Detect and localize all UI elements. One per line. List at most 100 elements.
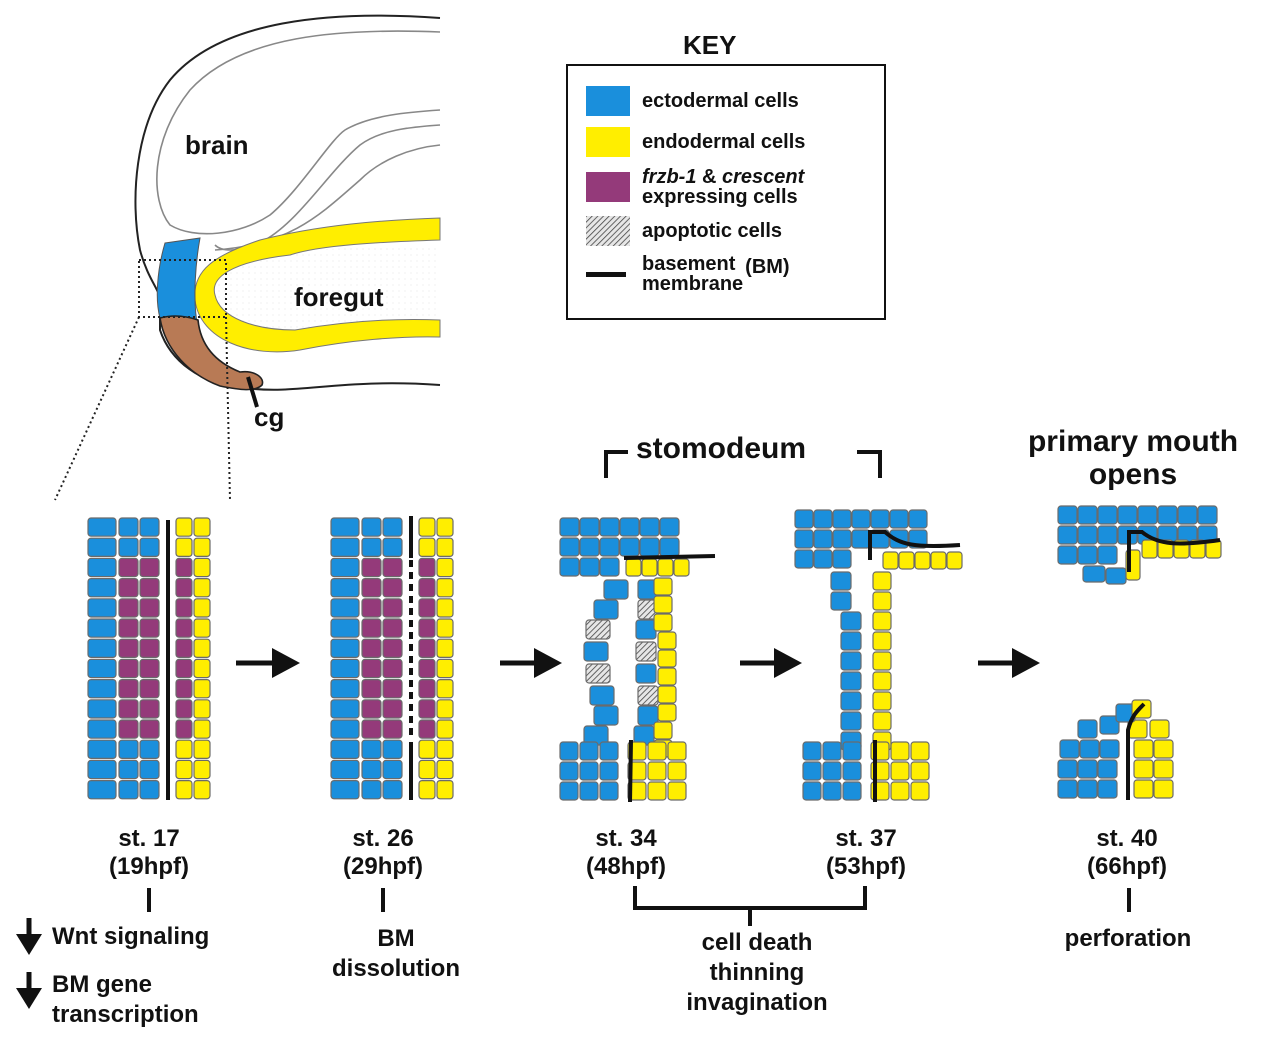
endoderm-cell: [436, 577, 454, 598]
frzb-cell: [139, 557, 160, 578]
stage-hpf: (19hpf): [109, 853, 189, 880]
panel-st40: [1057, 505, 1222, 800]
key-label: basement membrane: [642, 254, 743, 294]
ectoderm-cell: [361, 537, 382, 558]
endoderm-cell: [193, 779, 211, 800]
ectoderm-cell: [1177, 505, 1198, 525]
ampersand: &: [696, 166, 723, 188]
ectoderm-cell: [599, 557, 620, 577]
ectoderm-cell: [330, 618, 360, 638]
ectoderm-cell: [599, 517, 620, 537]
frzb-cell: [382, 577, 403, 598]
ectoderm-cell: [830, 571, 852, 591]
ectoderm-cell: [1077, 505, 1098, 525]
ectoderm-cell: [361, 779, 382, 800]
ectoderm-cell: [1057, 525, 1078, 545]
ectoderm-cell: [1157, 505, 1178, 525]
stage-hpf: (48hpf): [586, 853, 666, 880]
ectoderm-cell: [851, 509, 871, 529]
stage-label-st37: st. 37 (53hpf): [826, 825, 906, 881]
frzb-cell: [418, 618, 436, 638]
frzb-cell: [361, 618, 382, 638]
primary-mouth-header: primary mouth opens: [1028, 425, 1238, 491]
ectoderm-cell: [330, 638, 360, 659]
ectoderm-cell: [87, 577, 117, 598]
stomodeum-bracket: [604, 450, 882, 478]
header-line1: primary mouth: [1027, 425, 1239, 458]
apoptotic-cell: [585, 619, 611, 640]
frzb-cell: [418, 658, 436, 679]
endoderm-cell: [418, 779, 436, 800]
ectoderm-cell: [139, 759, 160, 780]
endoderm-cell: [657, 649, 677, 668]
endoderm-cell: [890, 761, 910, 781]
ectoderm-cell: [330, 658, 360, 679]
endoderm-cell: [193, 557, 211, 578]
endoderm-cell: [436, 618, 454, 638]
endoderm-cell: [673, 558, 690, 577]
ectoderm-cell: [794, 509, 814, 529]
stage-number: st. 17: [118, 825, 180, 852]
endoderm-cell: [653, 577, 673, 596]
frzb-cell: [361, 678, 382, 699]
endoderm-cell: [667, 761, 687, 781]
ectoderm-cell: [813, 549, 833, 569]
endoderm-cell: [436, 598, 454, 618]
endoderm-cell: [890, 741, 910, 761]
ectoderm-cell: [330, 537, 360, 558]
endoderm-cell: [872, 691, 892, 711]
panel-st34: [559, 517, 716, 803]
endoderm-cell: [193, 678, 211, 699]
frzb-cell: [418, 598, 436, 618]
endoderm-cell: [175, 739, 193, 760]
endoderm-cell: [436, 759, 454, 780]
ectoderm-cell: [87, 537, 117, 558]
key-item-endoderm: endodermal cells: [586, 127, 805, 157]
ectoderm-cell: [330, 577, 360, 598]
frzb-cell: [418, 557, 436, 578]
frzb-cell: [175, 638, 193, 659]
ectoderm-cell: [579, 781, 599, 801]
frzb-cell: [418, 638, 436, 659]
ectoderm-cell: [840, 711, 862, 731]
ectoderm-cell: [842, 781, 862, 801]
endoderm-cell: [436, 739, 454, 760]
arrow-icon: [740, 648, 802, 678]
frzb-cell: [175, 699, 193, 719]
ectoderm-cell: [659, 517, 680, 537]
event-line: transcription: [52, 1001, 199, 1028]
frzb-cell: [382, 658, 403, 679]
ectoderm-cell: [889, 509, 909, 529]
ectoderm-cell: [330, 779, 360, 800]
ectoderm-cell: [1117, 505, 1138, 525]
basement-membrane: [868, 530, 961, 560]
gene-name-crescent: crescent: [722, 166, 805, 188]
endoderm-cell: [872, 611, 892, 631]
ectoderm-cell: [1099, 715, 1120, 735]
ectoderm-cell: [87, 739, 117, 760]
zoom-line-right: [225, 316, 231, 501]
endoderm-cell: [193, 577, 211, 598]
frzb-cell: [175, 557, 193, 578]
frzb-cell: [361, 658, 382, 679]
down-arrow-icon: [16, 972, 42, 1009]
key-item-ectoderm: ectodermal cells: [586, 86, 799, 116]
ectoderm-cell: [579, 741, 599, 761]
ectoderm-cell: [635, 663, 657, 684]
ectoderm-cell: [559, 781, 579, 801]
frzb-cell: [118, 557, 139, 578]
ectoderm-cell: [361, 759, 382, 780]
ectoderm-cell: [639, 517, 660, 537]
frzb-cell: [361, 577, 382, 598]
endoderm-cell: [910, 741, 930, 761]
frzb-cell: [118, 618, 139, 638]
ectoderm-cell: [840, 691, 862, 711]
event-stomodeum-processes: cell death thinning invagination: [686, 928, 827, 1018]
down-arrow-icon: [16, 918, 42, 955]
endoderm-cell: [193, 759, 211, 780]
ectoderm-cell: [593, 599, 619, 620]
head-outline: [134, 14, 441, 391]
ectoderm-cell: [382, 779, 403, 800]
endoderm-cell: [890, 781, 910, 801]
panel-st17: [87, 517, 211, 800]
